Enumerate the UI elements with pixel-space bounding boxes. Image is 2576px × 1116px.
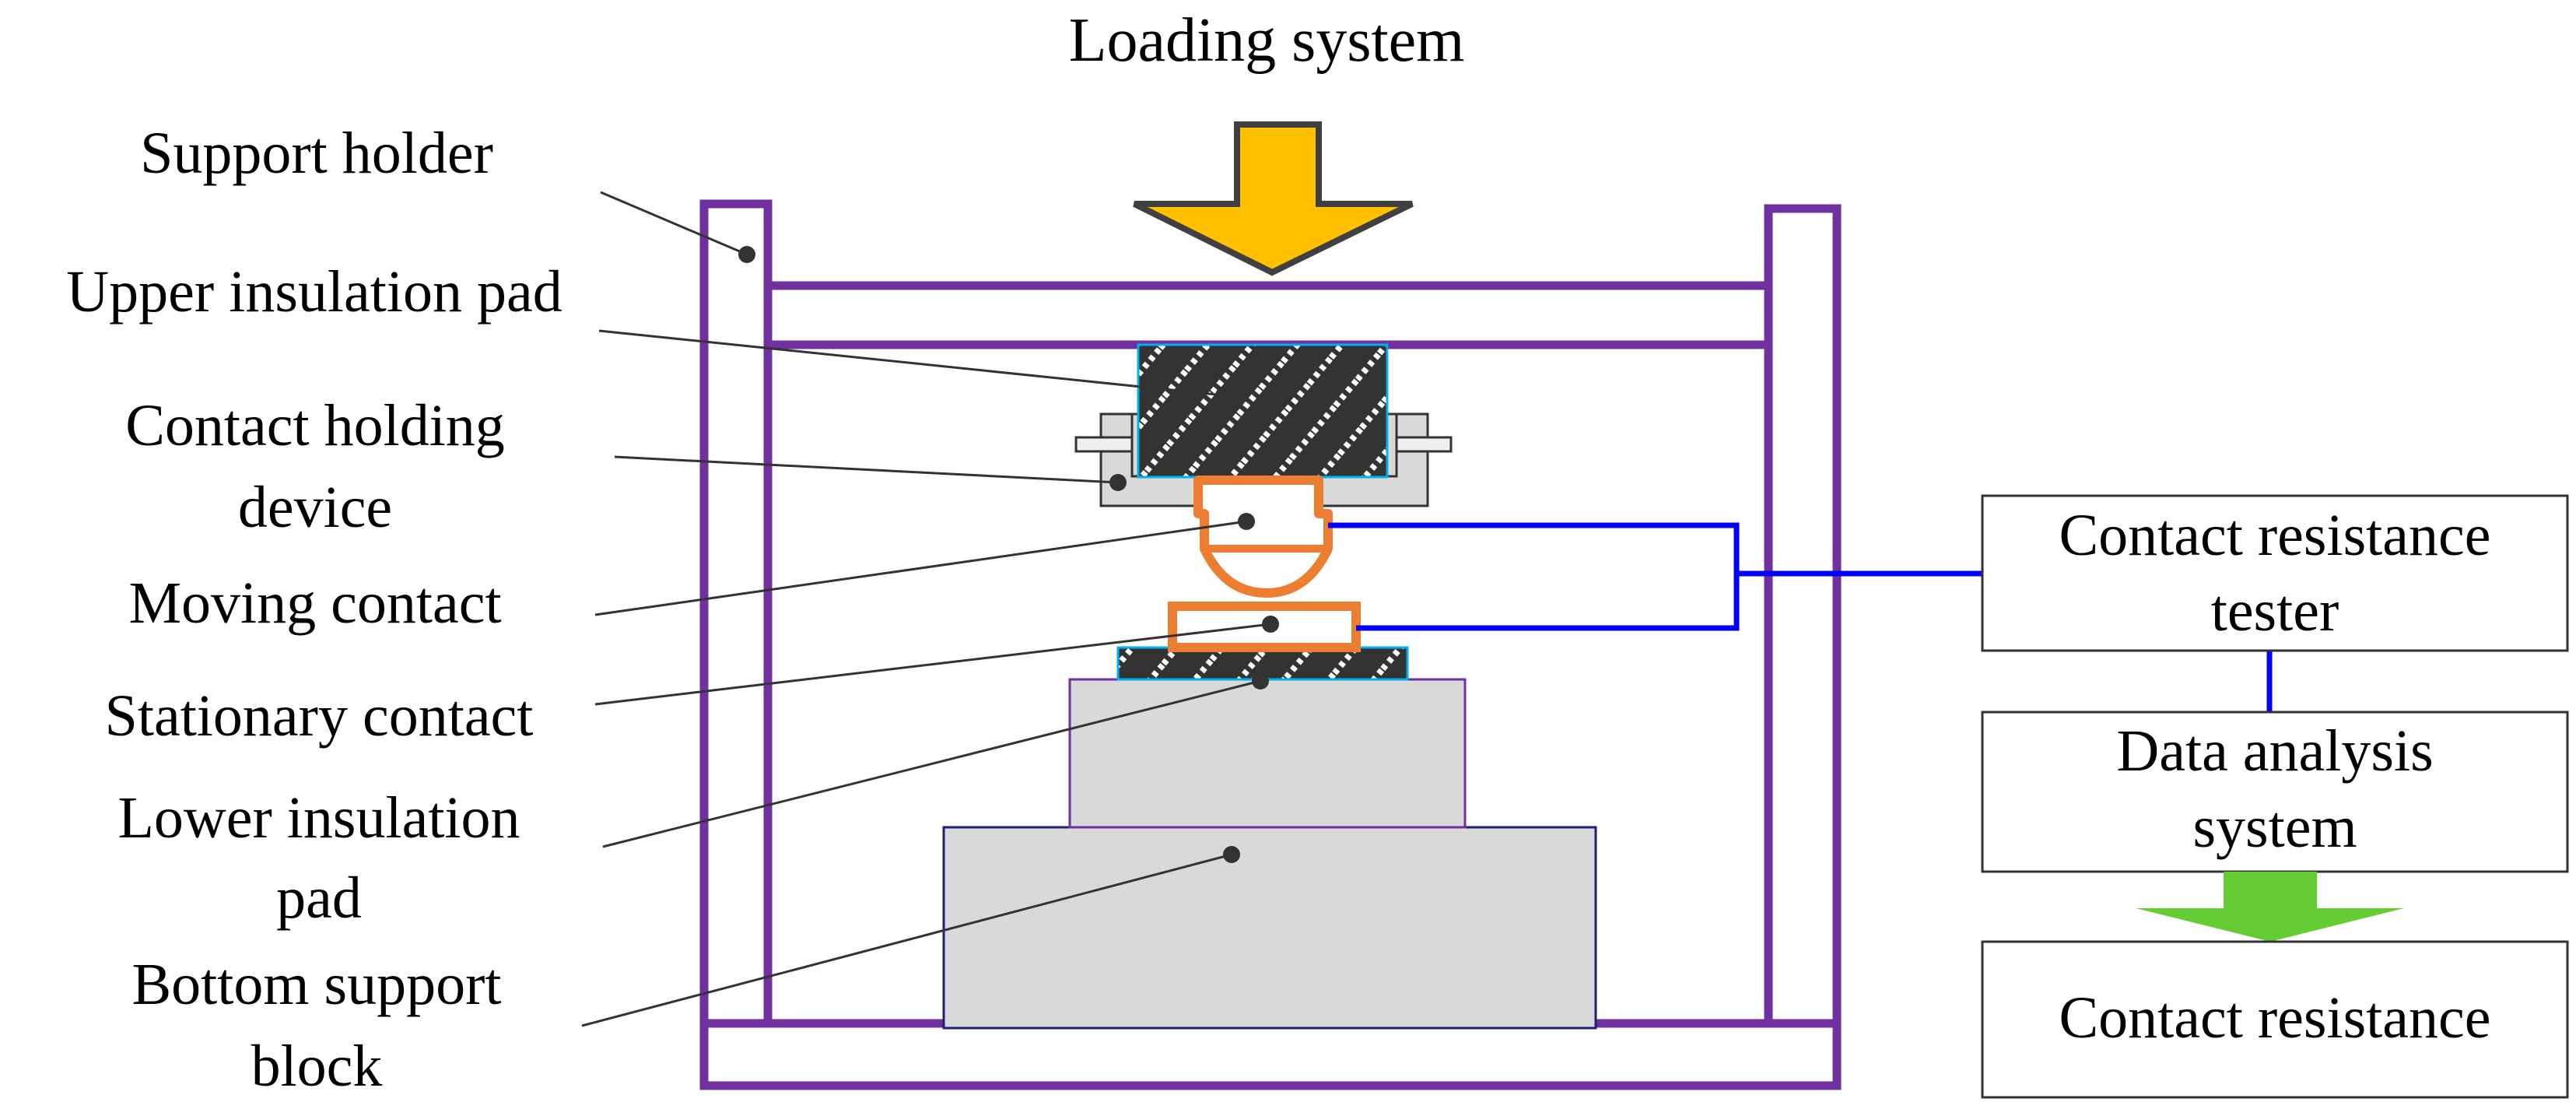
- middle-support-block: [1068, 678, 1467, 829]
- label-bottom-support-block-line2: block: [251, 1034, 383, 1099]
- leader-dots: [738, 246, 1279, 863]
- analysis-box: Data analysis system: [1981, 711, 2569, 873]
- tester-box: Contact resistance tester: [1981, 494, 2569, 652]
- tester-box-line1: Contact resistance: [2059, 503, 2490, 568]
- tester-box-line2: tester: [2211, 578, 2339, 644]
- top-beam: [763, 281, 1773, 349]
- measurement-wiring: [1328, 522, 2273, 712]
- loading-arrow: [1133, 121, 1414, 276]
- label-moving-contact: Moving contact: [128, 570, 501, 636]
- result-box: Contact resistance: [1981, 940, 2569, 1099]
- analysis-box-line1: Data analysis: [2116, 718, 2433, 784]
- label-upper-insulation-pad: Upper insulation pad: [66, 259, 562, 325]
- result-arrow: [2136, 872, 2404, 942]
- label-support-holder: Support holder: [140, 121, 493, 186]
- right-column: [1764, 204, 1842, 1028]
- base-plate: [699, 1019, 1842, 1090]
- label-bottom-support-block-line1: Bottom support: [131, 952, 501, 1017]
- label-lower-insulation-pad-line1: Lower insulation: [117, 785, 520, 851]
- analysis-box-line2: system: [2192, 795, 2357, 860]
- upper-insulation-pad: [1137, 343, 1389, 479]
- left-column: [699, 199, 773, 1028]
- result-box-label: Contact resistance: [2059, 985, 2490, 1051]
- diagram-title: Loading system: [1069, 6, 1465, 75]
- bottom-support-block: [942, 826, 1597, 1030]
- label-contact-holding-device-line1: Contact holding: [125, 393, 505, 458]
- moving-contact: [1193, 476, 1333, 598]
- leader-lines: [581, 191, 1271, 1027]
- label-stationary-contact: Stationary contact: [105, 683, 534, 749]
- label-contact-holding-device-line2: device: [238, 475, 392, 540]
- label-lower-insulation-pad-line2: pad: [276, 865, 362, 931]
